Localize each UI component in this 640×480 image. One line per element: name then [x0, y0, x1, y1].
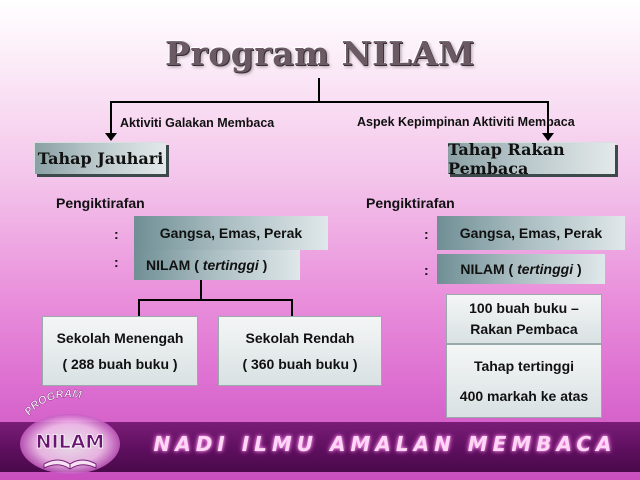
award-text-end: ) — [262, 257, 268, 273]
award-text: Gangsa, Emas, Perak — [159, 225, 303, 241]
stage-box-right: Tahap Rakan Pembaca — [447, 140, 615, 178]
connector-tree-left — [138, 299, 140, 317]
arrow-down-icon — [542, 133, 554, 141]
page-title: Program NILAM — [165, 34, 475, 73]
logo-name: NILAM — [36, 431, 105, 453]
nilam-logo: PROGRAM NILAM — [8, 384, 128, 480]
school-box-secondary: Sekolah Menengah ( 288 buah buku ) — [42, 316, 198, 386]
award-text: Gangsa, Emas, Perak — [459, 225, 603, 241]
connector-trunk — [318, 78, 320, 102]
info-box-reading-partner: 100 buah buku – Rakan Pembaca — [446, 294, 602, 344]
connector-tree-trunk — [200, 280, 202, 300]
connector-left-drop — [110, 101, 112, 135]
logo-glow — [20, 414, 120, 474]
connector-right-drop — [547, 101, 549, 135]
award-box-left-1: Gangsa, Emas, Perak — [134, 216, 328, 250]
recognition-heading-left: Pengiktirafan — [56, 195, 145, 211]
colon-1-left: : — [114, 226, 119, 242]
award-box-right-1: Gangsa, Emas, Perak — [437, 216, 625, 250]
nilam-logo-graphic: PROGRAM NILAM — [20, 388, 120, 474]
connector-tree-right — [291, 299, 293, 317]
stage-box-left: Tahap Jauhari — [34, 142, 166, 174]
info-line: 400 markah ke atas — [459, 388, 589, 404]
info-box-highest-level: Tahap tertinggi 400 markah ke atas — [446, 344, 602, 418]
connector-top-bar — [110, 101, 549, 103]
logo-arc-text: PROGRAM — [22, 388, 83, 418]
school-books: ( 360 buah buku ) — [242, 356, 358, 372]
info-line: 100 buah buku – — [469, 300, 579, 316]
branch-label-right: Aspek Kepimpinan Aktiviti Membaca — [357, 115, 575, 129]
connector-tree-bar — [138, 299, 293, 301]
school-box-primary: Sekolah Rendah ( 360 buah buku ) — [218, 316, 382, 386]
award-text-end: ) — [577, 261, 582, 277]
open-book-icon — [43, 459, 97, 470]
award-emphasis: tertinggi — [517, 261, 574, 277]
school-name: Sekolah Rendah — [245, 330, 355, 346]
school-books: ( 288 buah buku ) — [62, 356, 178, 372]
footer-tagline: NADI ILMU AMALAN MEMBACA — [153, 432, 617, 456]
info-line: Rakan Pembaca — [470, 321, 578, 337]
school-name: Sekolah Menengah — [56, 330, 184, 346]
award-text: NILAM ( — [460, 261, 514, 277]
award-box-left-2: NILAM ( tertinggi ) — [134, 250, 300, 280]
award-text: NILAM ( — [146, 257, 199, 273]
arrow-down-icon — [105, 133, 117, 141]
info-line: Tahap tertinggi — [473, 358, 575, 374]
colon-1-right: : — [424, 226, 429, 242]
award-emphasis: tertinggi — [202, 257, 259, 273]
award-box-right-2: NILAM ( tertinggi ) — [437, 254, 605, 284]
branch-label-left: Aktiviti Galakan Membaca — [120, 116, 275, 130]
colon-2-left: : — [114, 254, 119, 270]
recognition-heading-right: Pengiktirafan — [366, 195, 455, 211]
logo-arc-path: PROGRAM — [22, 388, 83, 418]
colon-2-right: : — [424, 262, 429, 278]
